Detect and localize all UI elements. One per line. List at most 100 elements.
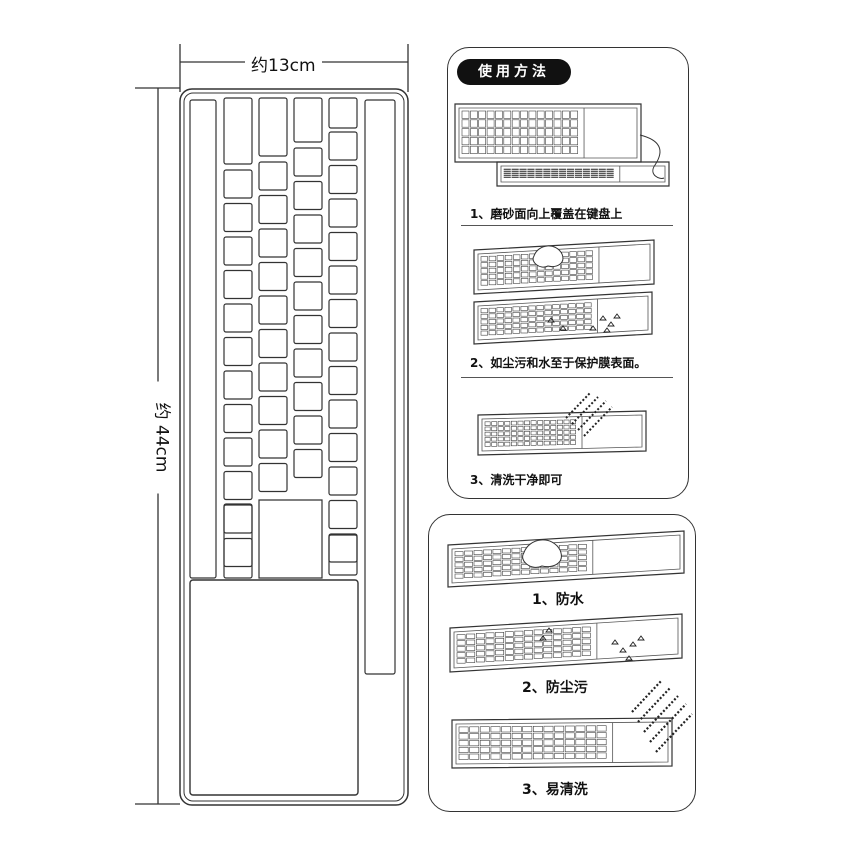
- mini-key: [543, 725, 554, 732]
- key: [328, 298, 358, 329]
- key: [293, 247, 323, 278]
- dust-particle: [629, 641, 637, 647]
- key: [328, 164, 358, 195]
- mini-key: [561, 128, 570, 137]
- mini-key: [490, 746, 501, 753]
- keyboard-inner: [455, 721, 669, 765]
- mini-key: [469, 740, 480, 747]
- mini-key: [520, 128, 528, 137]
- mini-key: [470, 137, 478, 146]
- mini-key: [512, 323, 520, 329]
- mini-key: [552, 304, 560, 310]
- keyboard-frame: [449, 613, 683, 673]
- mini-key: [520, 266, 529, 272]
- mini-key: [514, 630, 524, 636]
- mini-key: [562, 645, 572, 652]
- mini-key: [545, 119, 553, 128]
- key: [293, 381, 323, 412]
- mini-key: [570, 110, 579, 119]
- mini-key: [568, 561, 578, 567]
- dust-particle: [607, 321, 615, 327]
- mini-key: [563, 419, 570, 425]
- mini-key: [475, 651, 485, 657]
- mini-key: [470, 145, 478, 154]
- mini-key: [511, 110, 520, 119]
- mini-key: [533, 635, 543, 641]
- mini-key: [559, 172, 567, 174]
- mini-key: [495, 655, 504, 662]
- mini-key: [570, 128, 579, 137]
- mini-key: [496, 261, 505, 267]
- keyboard-frame: [447, 530, 685, 588]
- mini-key: [511, 176, 519, 178]
- mini-key: [475, 639, 485, 645]
- mini-key: [545, 128, 553, 137]
- keyboard-inner: [453, 617, 679, 669]
- mini-key: [536, 327, 544, 333]
- mini-key: [458, 753, 469, 760]
- mini-key: [568, 308, 576, 314]
- mini-key: [485, 656, 495, 662]
- mini-key: [464, 567, 473, 573]
- mini-key: [475, 657, 485, 663]
- cleaning-stripes-small: [565, 392, 613, 437]
- mini-key: [486, 145, 495, 154]
- key: [328, 399, 358, 429]
- keyboard-inner: [481, 414, 643, 452]
- mini-key: [488, 261, 497, 268]
- mini-key: [497, 431, 504, 436]
- key: [258, 462, 288, 493]
- mini-key: [552, 634, 562, 640]
- mini-key: [550, 419, 557, 425]
- mini-key: [464, 561, 473, 567]
- mini-key: [456, 634, 466, 640]
- mini-key: [560, 303, 568, 309]
- mini-key: [576, 319, 584, 325]
- dust-particle: [625, 655, 633, 661]
- mini-key: [581, 650, 591, 656]
- mini-key: [569, 275, 577, 281]
- dust-particle: [603, 327, 611, 333]
- mini-key: [511, 746, 522, 753]
- mini-key: [488, 313, 496, 319]
- mini-key: [458, 733, 469, 740]
- mini-key: [556, 424, 563, 430]
- mini-key: [560, 309, 568, 315]
- mini-key: [495, 637, 504, 644]
- mini-key: [511, 137, 520, 146]
- mini-key: [511, 732, 522, 739]
- mini-key: [577, 250, 585, 257]
- mini-key: [527, 170, 535, 172]
- mini-key: [524, 654, 533, 660]
- mini-key: [466, 633, 476, 639]
- mini-key: [596, 752, 607, 759]
- mini-key: [582, 176, 590, 178]
- mini-key: [520, 145, 528, 154]
- mini-key: [511, 172, 519, 174]
- mini-key: [514, 636, 524, 642]
- mini-key: [466, 645, 476, 651]
- mini-key: [504, 306, 512, 312]
- mini-key: [575, 752, 586, 759]
- key: [328, 131, 358, 161]
- mini-key: [469, 746, 480, 753]
- mini-key: [586, 739, 596, 746]
- mini-key: [504, 266, 513, 273]
- keyboard-frame: [451, 717, 673, 769]
- mini-key: [512, 260, 521, 266]
- mini-key: [511, 170, 519, 172]
- mini-key: [533, 647, 543, 653]
- key: [328, 231, 358, 262]
- keyboard-inner: [451, 534, 681, 584]
- mini-key: [575, 732, 586, 739]
- mini-key: [517, 441, 524, 446]
- mini-key: [606, 174, 614, 176]
- key: [223, 269, 253, 300]
- mini-key: [559, 170, 567, 172]
- mini-key: [479, 739, 490, 746]
- water-blob-small: [532, 245, 564, 268]
- mini-key: [520, 317, 528, 323]
- keyboard-inner: [477, 243, 651, 291]
- mini-key: [558, 561, 568, 567]
- mini-key: [559, 176, 567, 178]
